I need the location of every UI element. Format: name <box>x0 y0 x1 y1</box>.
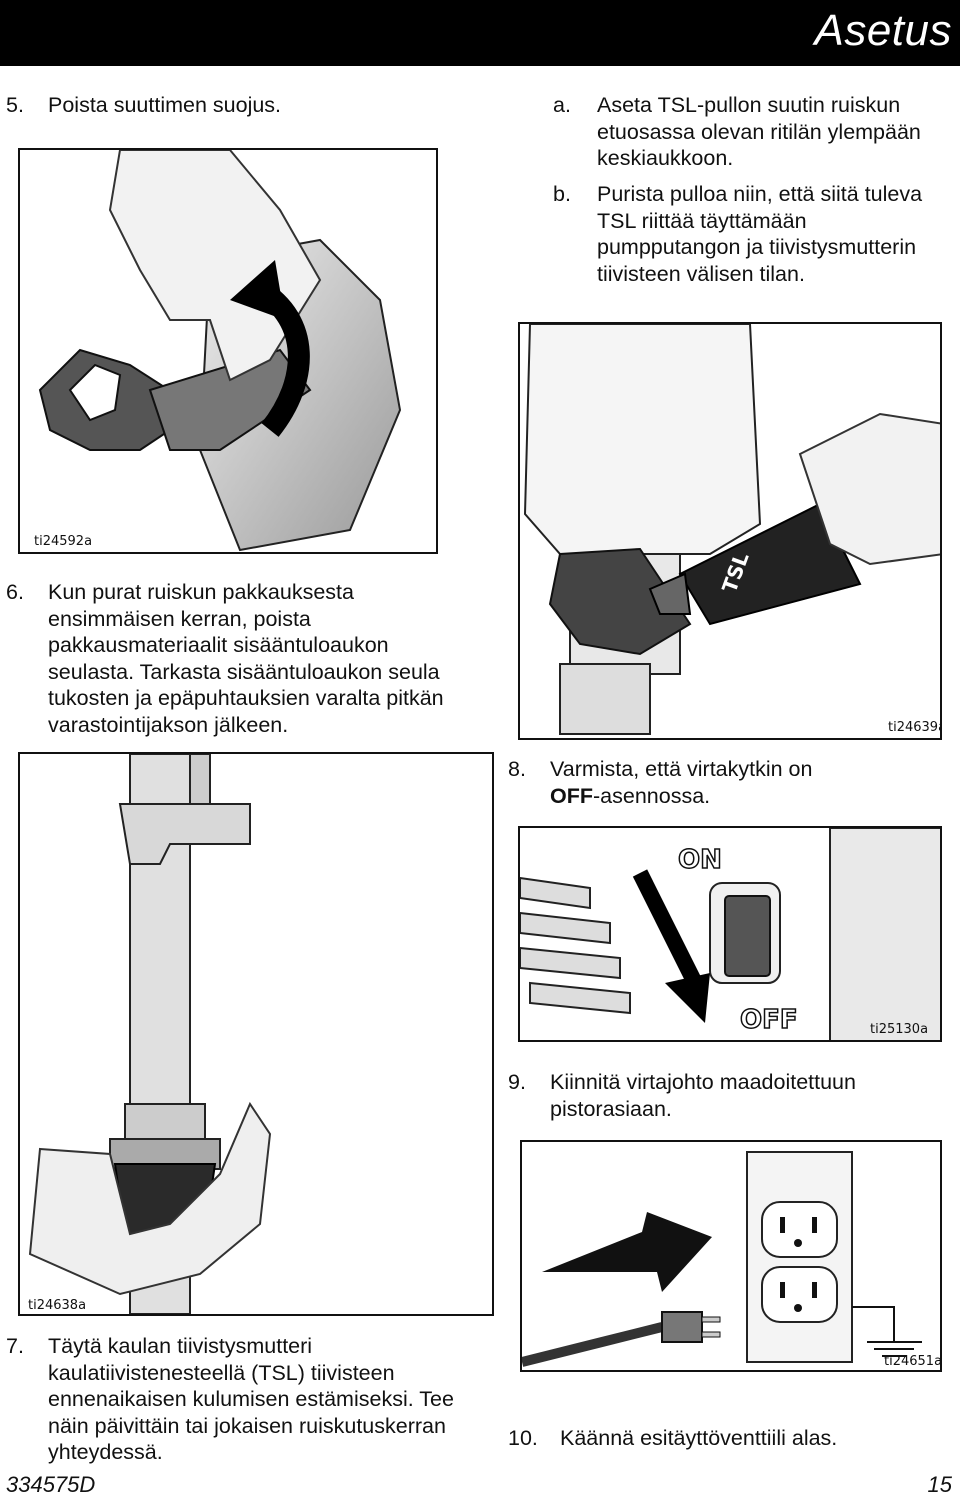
step-7-text: Täytä kaulan tiivistysmutteri kaulatiivi… <box>48 1334 454 1464</box>
figure-inlet-strainer: ti24638a <box>18 752 494 1316</box>
power-switch-illustration: ON OFF <box>520 828 940 1040</box>
step-6-number: 6. <box>6 580 24 604</box>
step-a-label: a. <box>553 93 571 117</box>
inlet-strainer-illustration <box>28 754 272 1314</box>
step-b-label: b. <box>553 182 571 206</box>
figure-2-id: ti24639a <box>888 720 942 735</box>
step-a-text: Aseta TSL-pullon suutin ruiskun etuosass… <box>597 93 921 170</box>
page-section-title: Asetus <box>814 6 952 55</box>
switch-off-label: OFF <box>740 1005 798 1035</box>
power-outlet-illustration <box>522 1151 922 1367</box>
figure-4-id: ti25130a <box>870 1022 929 1037</box>
figure-5-id: ti24651a <box>884 1354 942 1369</box>
step-7-number: 7. <box>6 1334 24 1358</box>
figure-tsl-bottle: TSL ti24639a <box>518 322 942 740</box>
figure-1-id: ti24592a <box>34 534 93 549</box>
step-8-text: Varmista, että virtakytkin on OFF-asenno… <box>550 756 930 809</box>
step-8-off-bold: OFF <box>550 783 593 808</box>
guard-removal-illustration <box>38 150 402 552</box>
header-bar: Asetus <box>0 0 960 66</box>
figure-guard-removal: ti24592a <box>18 148 438 554</box>
document-number: 334575D <box>6 1472 96 1497</box>
step-5-number: 5. <box>6 93 24 117</box>
step-8-text-pre: Varmista, että virtakytkin on <box>550 757 813 781</box>
tsl-bottle-illustration: TSL <box>523 324 940 735</box>
step-8-number: 8. <box>508 757 526 781</box>
step-8-text-post: -asennossa. <box>593 783 711 808</box>
figure-power-switch: ON OFF ti25130a <box>518 826 942 1042</box>
step-b-text: Purista pulloa niin, että siitä tuleva T… <box>597 182 923 286</box>
step-9-number: 9. <box>508 1070 526 1094</box>
figure-power-outlet: ti24651a <box>520 1140 942 1372</box>
step-6-text: Kun purat ruiskun pakkauksesta ensimmäis… <box>48 580 444 737</box>
step-10-number: 10. <box>508 1426 538 1450</box>
figure-3-id: ti24638a <box>28 1298 87 1313</box>
step-10-text: Käännä esitäyttöventtiili alas. <box>560 1426 838 1450</box>
step-9-text: Kiinnitä virtajohto maadoitettuun pistor… <box>550 1070 856 1121</box>
page-number: 15 <box>927 1472 952 1497</box>
switch-on-label: ON <box>678 845 722 875</box>
step-5-text: Poista suuttimen suojus. <box>48 93 282 117</box>
